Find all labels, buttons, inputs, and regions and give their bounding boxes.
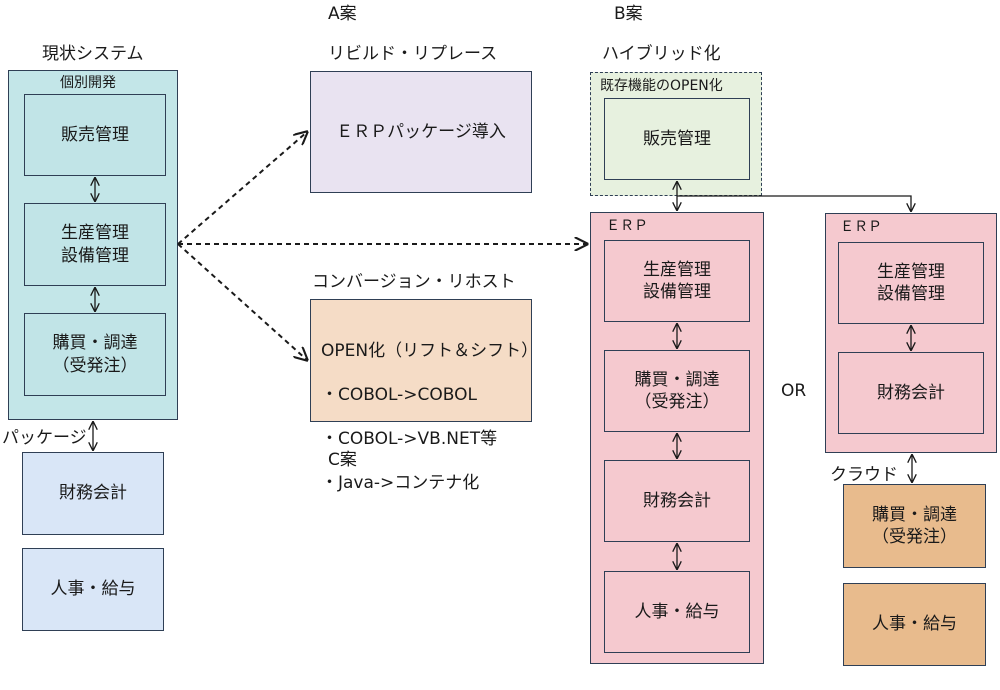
package-finance-box: 財務会計 (22, 452, 164, 535)
conversion-heading: コンバージョン・リホスト (312, 272, 516, 292)
erp2-container-label: ＥＲＰ (840, 219, 882, 235)
dashed-arrow-to-plan-c (177, 243, 307, 360)
cloud-purchasing-box: 購買・調達 （受発注） (843, 484, 986, 568)
erp2-production-box: 生産管理 設備管理 (838, 242, 984, 324)
plan-b-heading: B案 (614, 4, 643, 24)
current-purchasing-box: 購買・調達 （受発注） (24, 313, 166, 396)
erp1-purchasing-box: 購買・調達 （受発注） (604, 350, 750, 432)
package-hr-box: 人事・給与 (22, 548, 164, 631)
or-label: OR (781, 381, 807, 401)
hybrid-sales-box: 販売管理 (604, 98, 750, 180)
erp1-finance-box: 財務会計 (604, 460, 750, 542)
cloud-hr-box: 人事・給与 (843, 583, 986, 666)
open-conversion-item: ・COBOL->VB.NET等 (321, 429, 498, 450)
erp1-hr-box: 人事・給与 (604, 571, 750, 653)
erp1-container-label: ＥＲＰ (606, 218, 648, 234)
package-label: パッケージ (2, 428, 87, 448)
plan-a-heading: A案 (328, 4, 357, 24)
current-system-heading: 現状システム (42, 44, 144, 64)
current-production-box: 生産管理 設備管理 (24, 203, 166, 286)
open-conversion-item: ・Java->コンテナ化 (321, 473, 480, 494)
open-conversion-box: OPEN化（リフト＆シフト） ・COBOL->COBOL ・COBOL->VB.… (310, 299, 539, 493)
current-sales-box: 販売管理 (24, 94, 166, 176)
erp2-finance-box: 財務会計 (838, 352, 984, 434)
open-conversion-item: ・COBOL->COBOL (321, 385, 478, 406)
dashed-arrow-to-plan-a (177, 132, 307, 245)
rebuild-heading: リビルド・リプレース (328, 44, 498, 64)
erp-package-box: ＥＲＰパッケージ導入 (310, 71, 532, 193)
open-conversion-title: OPEN化（リフト＆シフト） (321, 341, 539, 362)
hybrid-heading: ハイブリッド化 (602, 44, 721, 64)
cloud-label: クラウド (830, 465, 898, 485)
erp1-production-box: 生産管理 設備管理 (604, 240, 750, 322)
connector-hybrid-erp2 (677, 195, 911, 211)
plan-c-heading: C案 (328, 450, 357, 470)
current-system-container-label: 個別開発 (60, 75, 116, 91)
open-existing-container-label: 既存機能のOPEN化 (600, 78, 723, 94)
